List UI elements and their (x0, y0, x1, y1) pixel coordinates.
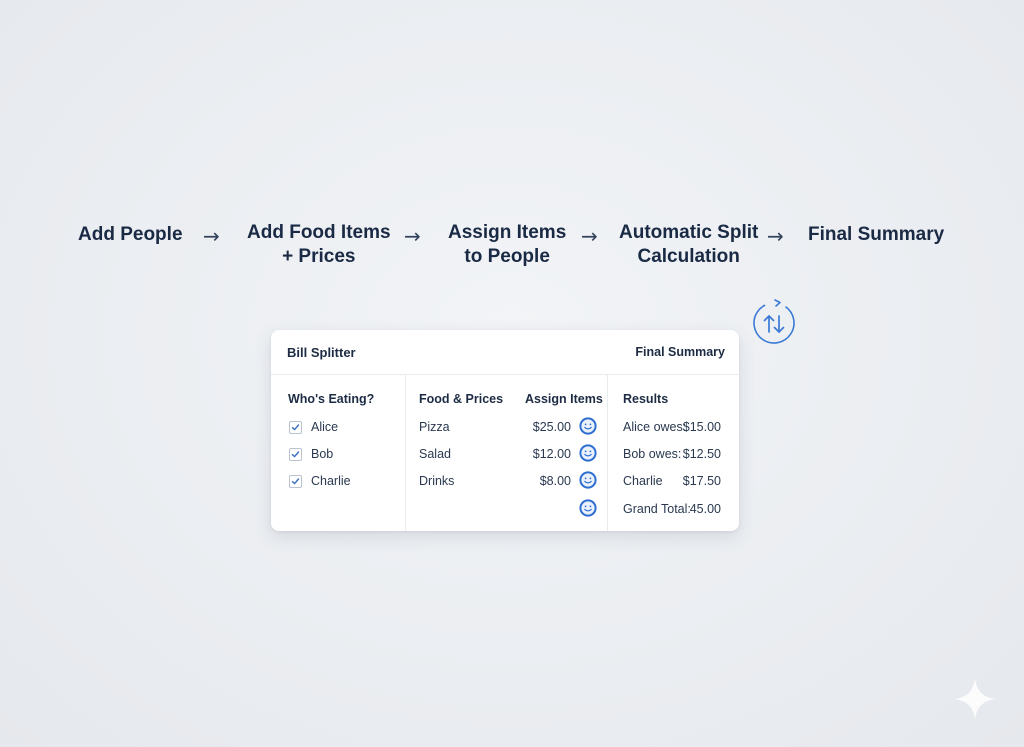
result-label: Charlie (623, 474, 663, 488)
result-value: $15.00 (682, 420, 721, 434)
step-add-food-items: Add Food Items + Prices (247, 221, 391, 269)
food-item-price: $12.00 (532, 447, 571, 461)
people-heading: Who's Eating? (288, 392, 375, 406)
result-value: $12.50 (682, 447, 721, 461)
food-item-price: $8.00 (539, 474, 571, 488)
food-item-name: Pizza (419, 420, 450, 434)
grand-total-value: 45.00 (689, 502, 721, 516)
food-item-price: $25.00 (532, 420, 571, 434)
step-label: Add Food Items (247, 222, 391, 243)
food-item-name: Drinks (419, 474, 455, 488)
checkbox-charlie[interactable] (289, 475, 302, 488)
checkbox-alice[interactable] (289, 421, 302, 434)
step-label: Final Summary (808, 224, 945, 245)
step-add-people: Add People (78, 223, 183, 247)
assign-drinks-button[interactable] (579, 471, 597, 489)
result-label: Bob owes: (623, 447, 682, 461)
food-heading: Food & Prices (419, 392, 504, 406)
swap-arrows-icon[interactable] (751, 297, 797, 347)
step-label: Automatic Split (619, 222, 759, 243)
grand-total-label: Grand Total: (623, 502, 691, 516)
result-label: Alice owes: (623, 420, 687, 434)
assign-heading: Assign Items (525, 392, 603, 406)
arrow-icon: → (203, 224, 220, 248)
checkmark-icon (291, 478, 300, 485)
step-label: Calculation (637, 246, 740, 267)
person-name: Bob (311, 447, 334, 461)
assign-extra-button[interactable] (579, 499, 597, 517)
column-divider (607, 375, 608, 531)
assign-pizza-button[interactable] (579, 417, 597, 435)
step-label: Assign Items (448, 222, 567, 243)
card-header: Bill Splitter Final Summary (271, 330, 739, 375)
arrow-icon: → (404, 224, 421, 248)
checkmark-icon (291, 451, 300, 458)
arrow-icon: → (581, 224, 598, 248)
column-divider (405, 375, 406, 531)
step-label: to People (464, 246, 550, 267)
assign-salad-button[interactable] (579, 444, 597, 462)
food-item-name: Salad (419, 447, 451, 461)
step-label: + Prices (282, 246, 356, 267)
workflow-steps: Add People → Add Food Items + Prices → A… (0, 221, 1024, 271)
checkbox-bob[interactable] (289, 448, 302, 461)
step-automatic-split: Automatic Split Calculation (619, 221, 758, 269)
card-title: Bill Splitter (287, 345, 356, 360)
bill-splitter-card: Bill Splitter Final Summary Who's Eating… (271, 330, 739, 531)
sparkle-icon (954, 678, 996, 720)
step-label: Add People (78, 224, 183, 245)
person-name: Alice (311, 420, 339, 434)
person-name: Charlie (311, 474, 351, 488)
final-summary-link[interactable]: Final Summary (635, 345, 725, 359)
step-assign-items: Assign Items to People (448, 221, 566, 269)
step-final-summary: Final Summary (808, 223, 944, 247)
checkmark-icon (291, 424, 300, 431)
result-value: $17.50 (682, 474, 721, 488)
results-heading: Results (623, 392, 669, 406)
arrow-icon: → (767, 224, 784, 248)
